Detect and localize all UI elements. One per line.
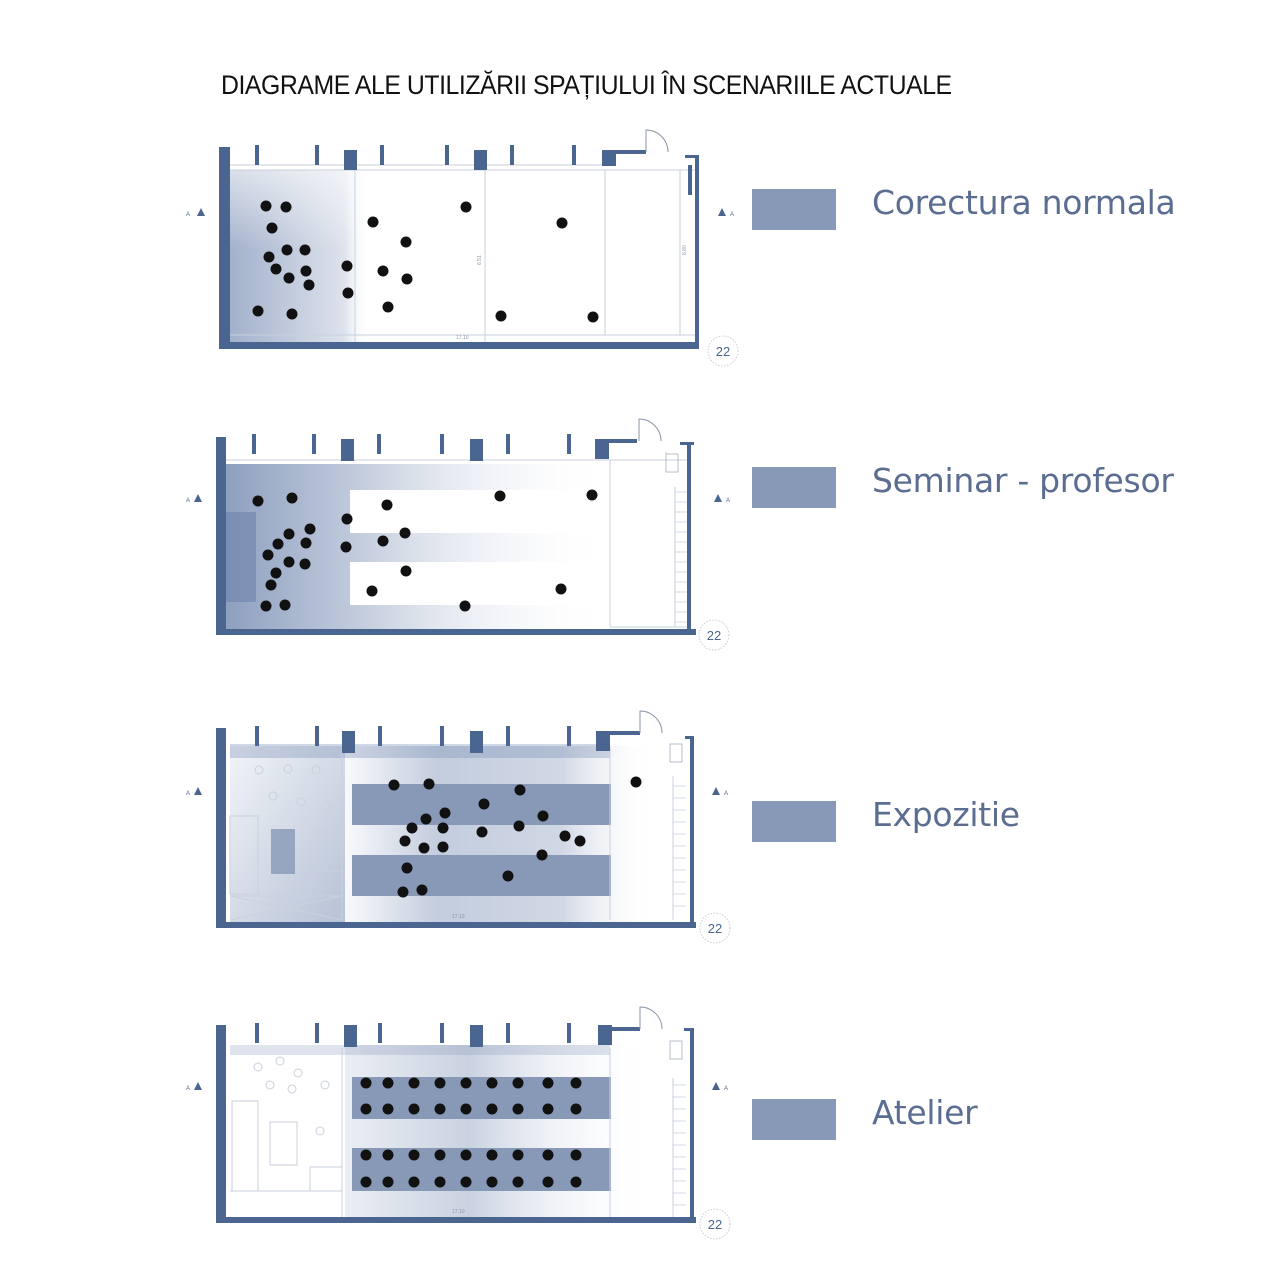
svg-text:A: A [186,498,190,504]
legend-swatch-atelier [752,1099,836,1140]
people-dots [360,1077,582,1188]
scale-stamp: 22 [698,619,730,651]
section-marker-left: A [186,787,202,797]
people-dots [252,200,599,323]
section-marker-right: A [718,208,734,218]
legend-swatch-expozitie [752,801,836,842]
section-marker-right: A [714,494,730,504]
page-title: DIAGRAME ALE UTILIZĂRII SPAȚIULUI ÎN SCE… [221,70,952,100]
section-marker-left: A [186,1082,202,1092]
floor-plan-seminar: A A 22 [170,412,770,652]
scale-stamp: 22 [699,1208,731,1240]
svg-text:22: 22 [708,921,722,936]
legend-swatch-corectura [752,189,836,230]
section-marker-right: A [712,1082,728,1092]
dimension-height-2: 6.80 [682,245,688,255]
svg-text:A: A [186,1086,190,1092]
legend-swatch-seminar [752,467,836,508]
legend-label-corectura: Corectura normala [872,183,1176,222]
floor-plan-drawing: A A 22 [186,418,730,651]
scale-stamp: 22 [699,912,731,944]
dimension-width: 17.10 [452,1209,465,1215]
floor-plan-corectura: A A 17.10 6.51 6.80 22 [170,125,770,367]
floor-plan-drawing: A A 17.10 22 [186,1006,731,1240]
people-dots [252,489,598,612]
floor-plan-drawing: A A 17.10 6.51 6.80 22 [186,129,739,367]
section-marker-left: A [186,494,202,504]
svg-text:A: A [724,791,728,797]
dimension-width: 17.10 [456,335,469,341]
svg-text:A: A [724,1086,728,1092]
svg-text:22: 22 [708,1217,722,1232]
floor-plan-drawing: A A 17.10 22 [186,710,731,944]
legend-label-expozitie: Expozitie [872,795,1020,834]
legend-label-seminar: Seminar - profesor [872,461,1174,500]
section-marker-right: A [712,787,728,797]
svg-text:A: A [186,212,190,218]
floor-plan-atelier: A A 17.10 22 [170,1003,770,1243]
dimension-width: 17.10 [452,914,465,920]
svg-text:A: A [186,791,190,797]
scale-stamp: 22 [707,335,739,367]
dimension-height: 6.51 [477,255,483,265]
people-dots [388,776,642,898]
svg-text:A: A [726,498,730,504]
svg-text:22: 22 [716,344,730,359]
legend-label-atelier: Atelier [872,1093,978,1132]
section-marker-left: A [186,208,205,218]
svg-text:22: 22 [707,628,721,643]
svg-text:A: A [730,212,734,218]
floor-plan-expozitie: A A 17.10 22 [170,706,770,946]
